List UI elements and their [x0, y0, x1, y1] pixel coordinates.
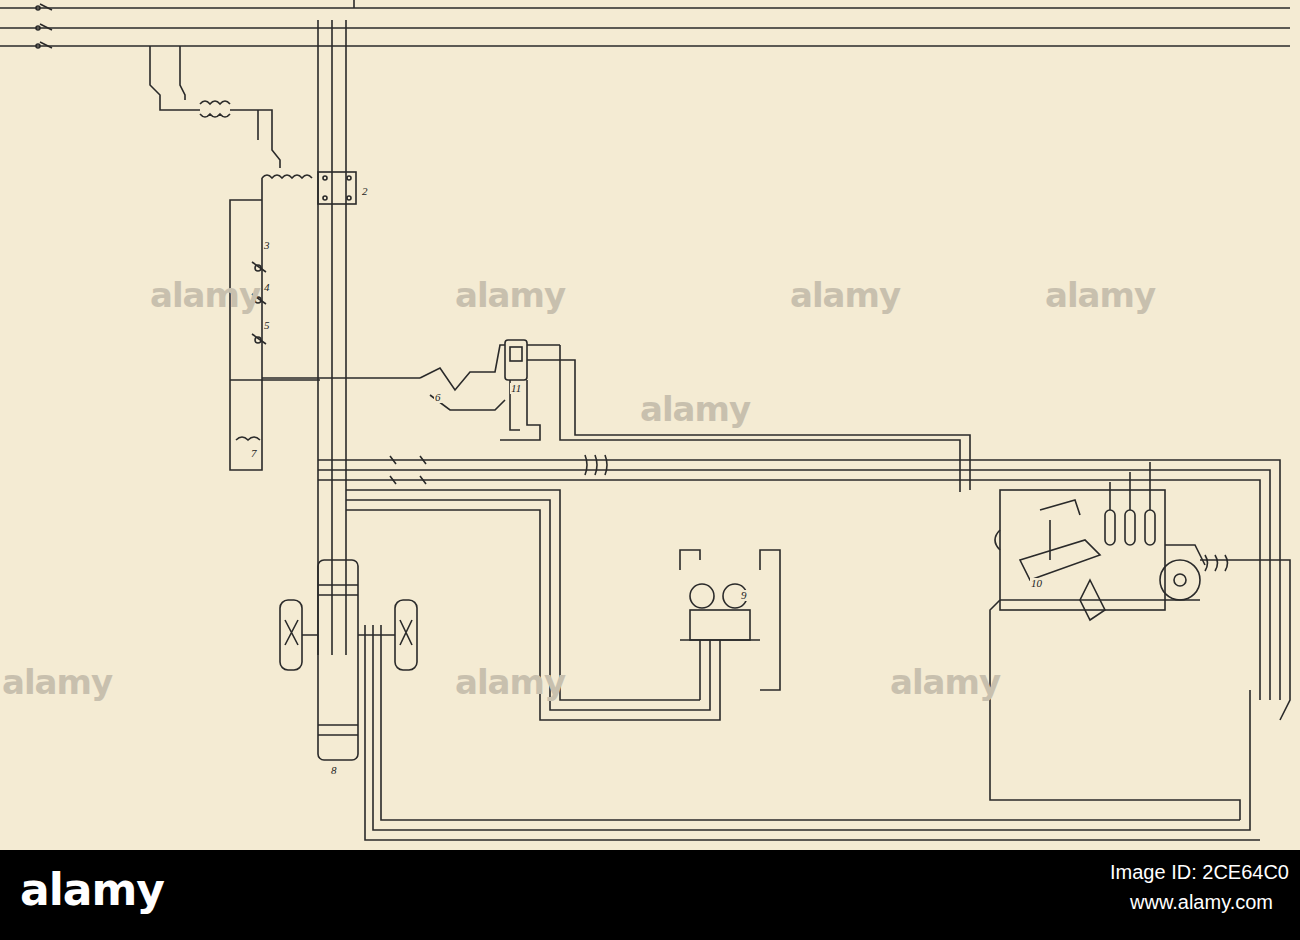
brand-logo: alamy: [20, 868, 164, 912]
callout-number: 10: [1030, 578, 1043, 589]
callout-number: 9: [740, 590, 748, 601]
watermark: alamy: [455, 665, 565, 699]
callout-number: 6: [434, 392, 442, 403]
watermark: alamy: [455, 278, 565, 312]
watermark: alamy: [790, 278, 900, 312]
callout-number: 2: [361, 186, 369, 197]
callout-number: 8: [330, 765, 338, 776]
site-url: www.alamy.com: [1130, 892, 1273, 912]
callout-number: 7: [250, 448, 258, 459]
watermark: alamy: [890, 665, 1000, 699]
callout-number: 3: [263, 240, 271, 251]
watermark: alamy: [640, 392, 750, 426]
callout-number: 5: [263, 320, 271, 331]
callout-number: 4: [263, 282, 271, 293]
watermark: alamy: [2, 665, 112, 699]
callout-number: 11: [510, 383, 522, 394]
watermark: alamy: [1045, 278, 1155, 312]
watermark: alamy: [150, 278, 260, 312]
image-id: Image ID: 2CE64C0: [1110, 862, 1289, 882]
